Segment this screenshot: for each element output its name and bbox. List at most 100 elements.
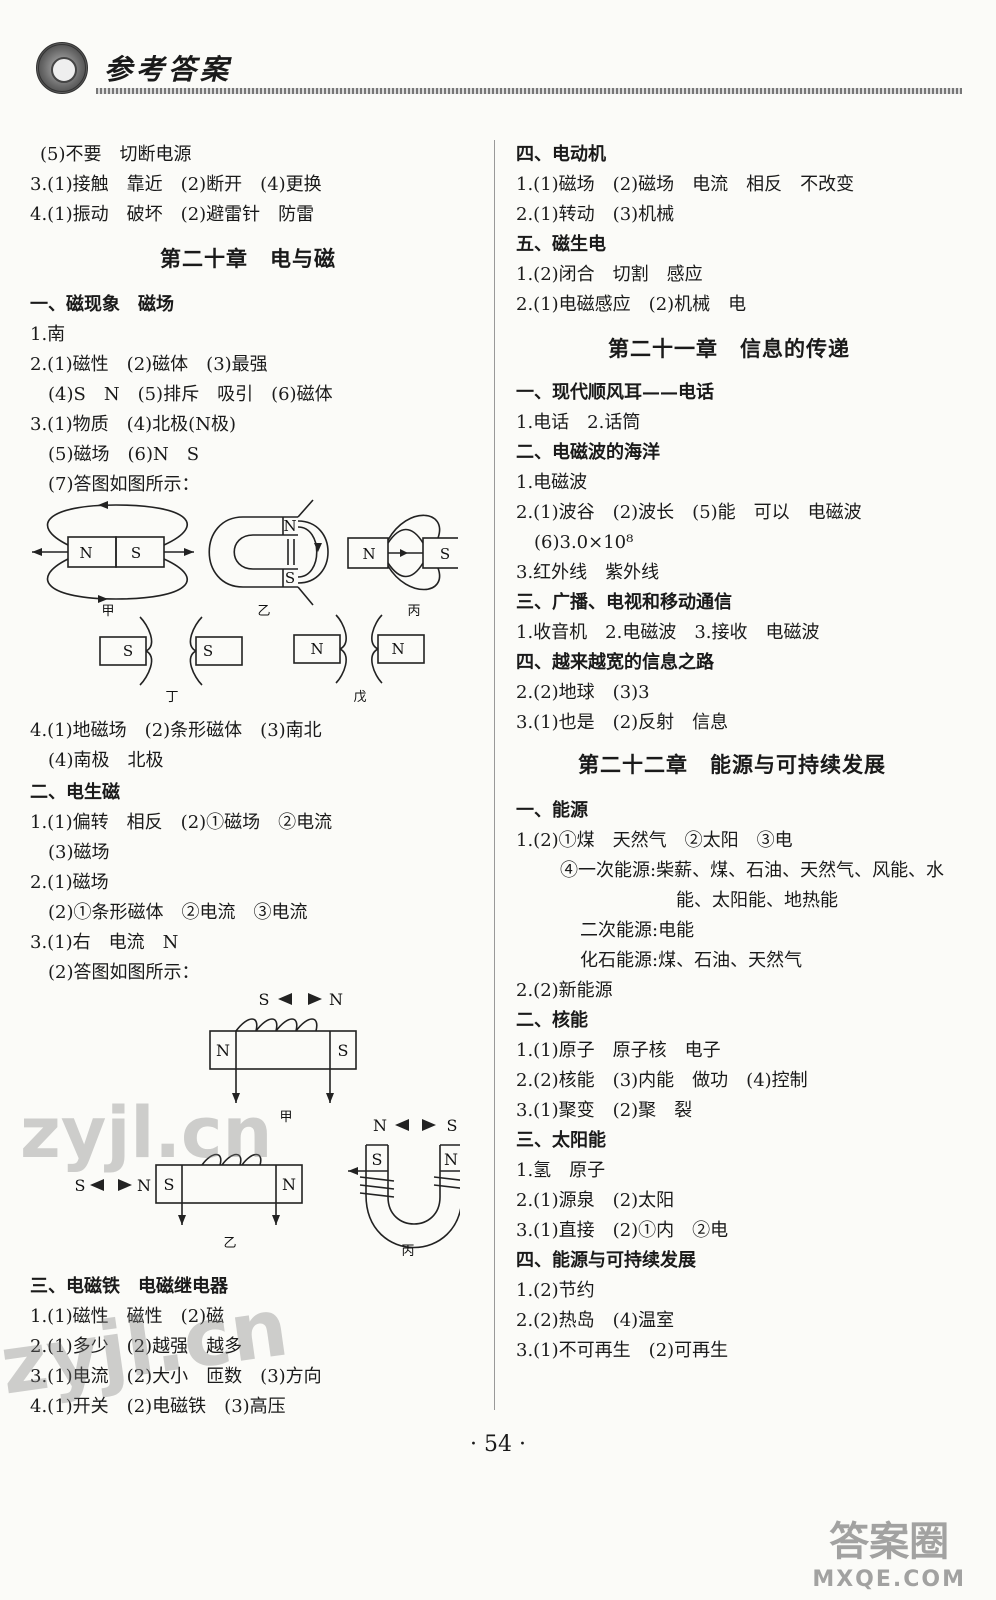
answer-line: 2.(2)核能 (3)内能 做功 (4)控制 (516, 1070, 808, 1091)
answer-line: 3.(1)不可再生 (2)可再生 (516, 1340, 729, 1361)
answer-line: (2)答图如图所示： (48, 962, 200, 983)
answer-line: (4)南极 北极 (48, 750, 164, 771)
header-rule (96, 88, 962, 94)
answer-line: 二次能源:电能 (580, 920, 695, 941)
solenoid-figure: S N N S S N S N N S S N 甲 乙 丙 (75, 990, 460, 1259)
answer-line: (3)磁场 (48, 842, 110, 863)
answer-line: 3.(1)物质 (4)北极(N极) (30, 414, 236, 435)
figure-label: 甲 (101, 604, 114, 619)
figure-label: 丙 (401, 1244, 414, 1259)
answer-line: 能、太阳能、地热能 (676, 890, 838, 911)
answer-line: ④一次能源:柴薪、煤、石油、天然气、风能、水 (560, 860, 945, 881)
answer-line: 2.(2)新能源 (516, 980, 613, 1001)
section-heading: 一、现代顺风耳——电话 (516, 382, 714, 403)
figure-label: 戊 (353, 690, 366, 705)
section-heading: 二、电生磁 (30, 782, 120, 803)
answer-line: 1.(1)磁场 (2)磁场 电流 相反 不改变 (516, 174, 855, 195)
magnetic-field-figure: N S N S N S S S N N 甲 乙 丙 丁 戊 (32, 499, 458, 705)
answer-line: 3.红外线 紫外线 (516, 562, 660, 583)
pole-label: S (131, 544, 141, 562)
pole-label: N (283, 517, 296, 535)
pole-label: S (203, 642, 213, 660)
pole-label: N (362, 545, 375, 563)
pole-label: S (338, 1041, 349, 1060)
answer-line: 2.(1)源泉 (2)太阳 (516, 1190, 675, 1211)
pole-label: S (447, 1116, 458, 1135)
section-heading: 二、核能 (516, 1010, 588, 1031)
pole-label: S (123, 642, 133, 660)
answer-line: 1.(2)闭合 切割 感应 (516, 264, 703, 285)
answer-line: (5)不要 切断电源 (40, 144, 192, 165)
pole-label: S (372, 1150, 383, 1169)
answer-line: 1.南 (30, 324, 66, 345)
pole-label: S (285, 569, 295, 587)
answer-line: 2.(1)磁场 (30, 872, 109, 893)
section-heading: 二、电磁波的海洋 (516, 442, 660, 463)
pole-label: S (259, 990, 270, 1009)
section-heading: 一、能源 (516, 800, 588, 821)
answer-line: 1.收音机 2.电磁波 3.接收 电磁波 (516, 622, 820, 643)
pole-label: S (164, 1175, 175, 1194)
figure-label: 丁 (165, 690, 178, 705)
answer-line: 2.(1)波谷 (2)波长 (5)能 可以 电磁波 (516, 502, 862, 523)
header-title: 参考答案 (104, 53, 233, 86)
answer-line: 3.(1)右 电流 N (30, 932, 179, 953)
school-seal-logo (36, 42, 88, 94)
answer-line: 3.(1)电流 (2)大小 匝数 (3)方向 (30, 1366, 322, 1387)
page-number: · 54 · (470, 1432, 526, 1457)
answer-line: 2.(1)转动 (3)机械 (516, 204, 675, 225)
answer-line: (7)答图如图所示： (48, 474, 200, 495)
answer-line: 3.(1)接触 靠近 (2)断开 (4)更换 (30, 174, 322, 195)
figure-label: 乙 (257, 604, 270, 619)
answer-line: 1.(2)①煤 天然气 ②太阳 ③电 (516, 830, 793, 851)
pole-label: N (391, 640, 404, 658)
answer-line: 2.(2)地球 (3)3 (516, 682, 650, 703)
answer-line: (6)3.0×10⁸ (534, 532, 634, 553)
answer-line: 化石能源:煤、石油、天然气 (580, 950, 803, 971)
answer-line: 1.(1)原子 原子核 电子 (516, 1040, 721, 1061)
answer-line: 1.电磁波 (516, 472, 588, 493)
pole-label: N (444, 1150, 458, 1169)
answer-line: 1.氢 原子 (516, 1160, 606, 1181)
section-heading: 三、广播、电视和移动通信 (516, 592, 732, 613)
pole-label: N (137, 1176, 151, 1195)
watermark-text: zyjl.cn (20, 1092, 273, 1174)
answer-line: 2.(1)磁性 (2)磁体 (3)最强 (30, 354, 268, 375)
answer-line: 3.(1)直接 (2)①内 ②电 (516, 1220, 729, 1241)
section-heading: 五、磁生电 (516, 234, 606, 255)
answer-line: (4)S N (5)排斥 吸引 (6)磁体 (48, 384, 333, 405)
pole-label: N (216, 1041, 230, 1060)
figure-label: 丙 (407, 604, 420, 619)
answer-line: 4.(1)振动 破坏 (2)避雷针 防雷 (30, 204, 315, 225)
chapter-title: 第二十二章 能源与可持续发展 (578, 752, 886, 777)
corner-watermark: 答案圈 MXQE.COM (812, 1519, 966, 1592)
pole-label: N (329, 990, 343, 1009)
answer-line: 1.(1)磁性 磁性 (2)磁 (30, 1306, 225, 1327)
column-divider (494, 140, 495, 1410)
section-heading: 一、磁现象 磁场 (30, 294, 174, 315)
answer-line: (5)磁场 (6)N S (48, 444, 200, 465)
chapter-title: 第二十一章 信息的传递 (608, 336, 850, 361)
page-header: 参考答案 (36, 38, 962, 98)
section-heading: 四、越来越宽的信息之路 (516, 652, 714, 673)
answer-line: 2.(2)热岛 (4)温室 (516, 1310, 675, 1331)
answer-line: 1.电话 2.话筒 (516, 412, 641, 433)
pole-label: S (440, 545, 450, 563)
section-heading: 四、能源与可持续发展 (516, 1250, 696, 1271)
answer-line: 2.(1)电磁感应 (2)机械 电 (516, 294, 747, 315)
pole-label: S (75, 1176, 86, 1195)
answer-line: 3.(1)也是 (2)反射 信息 (516, 712, 729, 733)
figure-label: 甲 (279, 1110, 292, 1125)
answer-line: 4.(1)地磁场 (2)条形磁体 (3)南北 (30, 720, 322, 741)
figure-label: 乙 (223, 1236, 236, 1251)
section-heading: 四、电动机 (516, 144, 606, 165)
section-heading: 三、太阳能 (516, 1130, 606, 1151)
answer-line: 4.(1)开关 (2)电磁铁 (3)高压 (30, 1396, 286, 1417)
answer-line: (2)①条形磁体 ②电流 ③电流 (48, 902, 308, 923)
answer-line: 3.(1)聚变 (2)聚 裂 (516, 1100, 693, 1121)
pole-label: N (310, 640, 323, 658)
section-heading: 三、电磁铁 电磁继电器 (30, 1276, 228, 1297)
pole-label: N (79, 544, 92, 562)
pole-label: N (282, 1175, 296, 1194)
answer-line: 1.(2)节约 (516, 1280, 595, 1301)
